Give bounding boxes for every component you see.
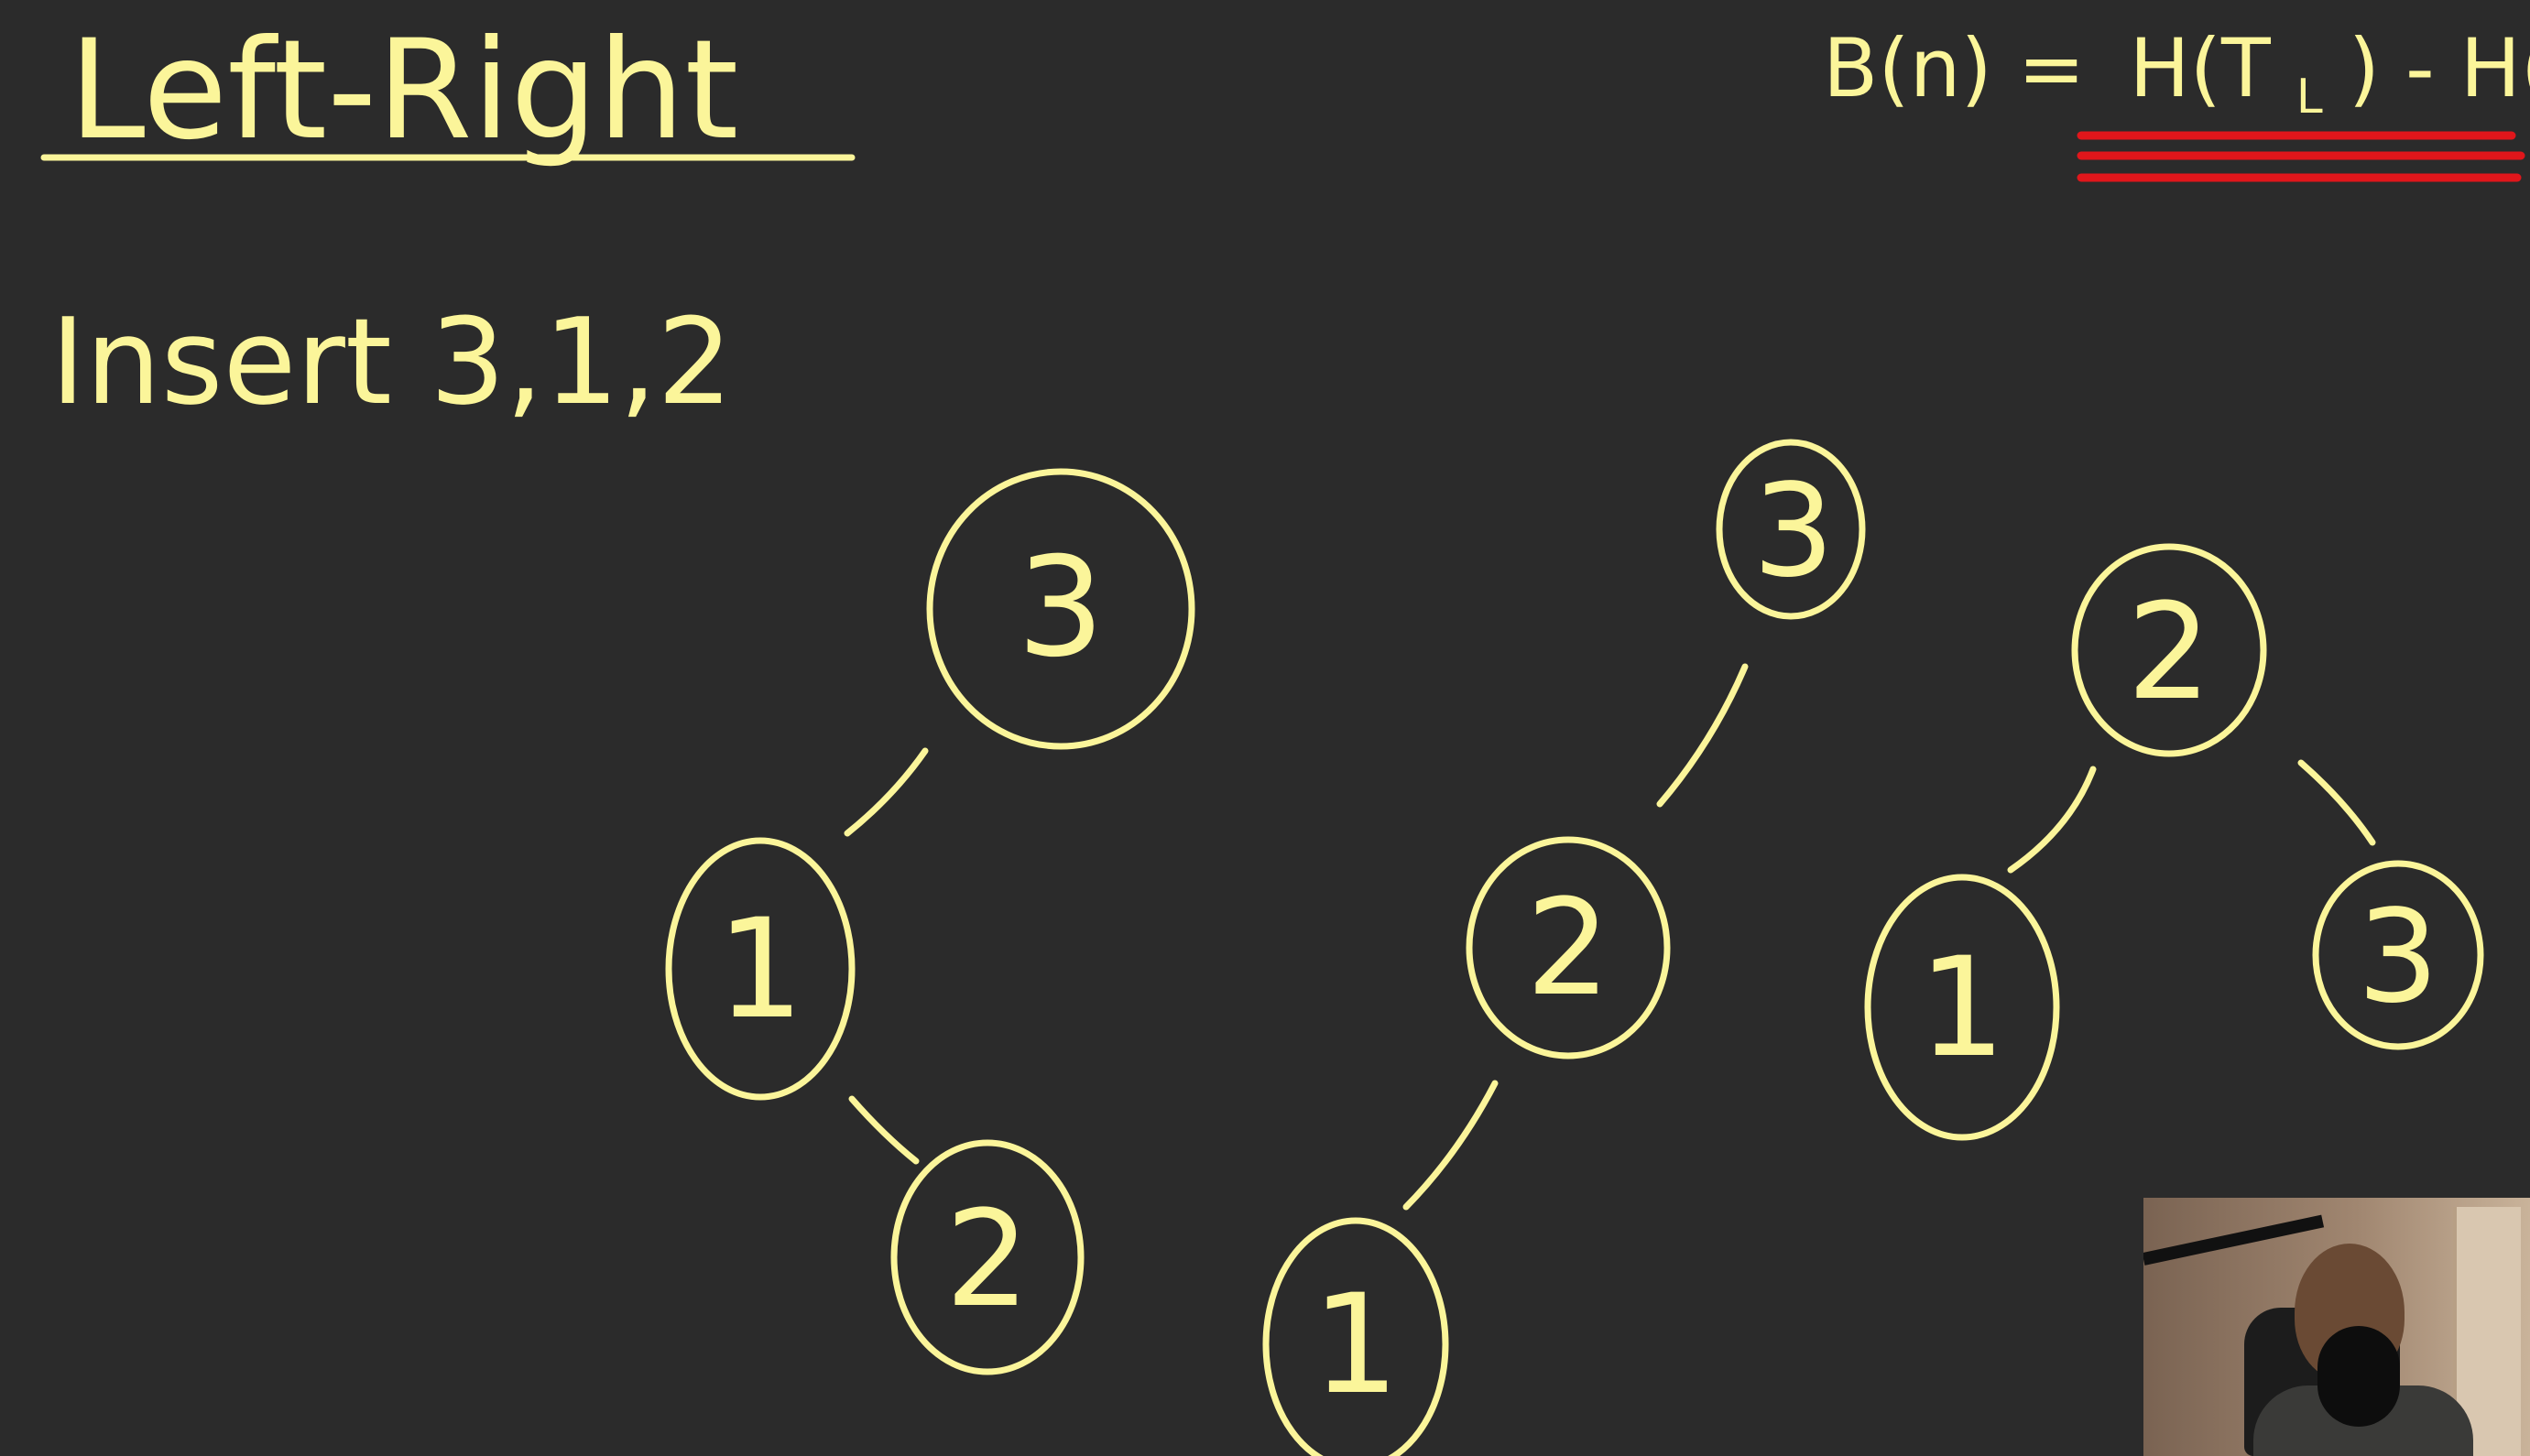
edge-2-to-1 <box>2007 766 2097 874</box>
node-label: 2 <box>2127 575 2211 730</box>
tree-node <box>665 837 856 1101</box>
formula-lhs: B(n) = <box>1823 21 2086 115</box>
tree-after-rotation: 3 2 1 <box>1262 439 1866 1456</box>
formula-h1: H(T <box>2130 21 2273 115</box>
edge-3-to-1 <box>844 747 929 837</box>
tree-node <box>890 1139 1085 1375</box>
tree-node <box>926 468 1195 750</box>
title-text: Left-Right <box>69 11 738 170</box>
edge-2-to-1 <box>1402 1080 1499 1211</box>
formula-sub-l: L <box>2296 70 2323 125</box>
tree-node <box>2071 543 2267 757</box>
tree-balanced: 2 1 3 <box>1864 543 2484 1141</box>
webcam-door <box>2453 1207 2521 1456</box>
node-label: 1 <box>1918 929 2005 1088</box>
formula-mid: ) - H(T <box>2349 21 2530 115</box>
tree-node <box>1466 836 1671 1059</box>
edge-1-to-2 <box>848 1095 920 1165</box>
node-label: 3 <box>2357 883 2438 1032</box>
balance-formula: B(n) = H(T L ) - H(T R ) <box>1823 21 2530 132</box>
webcam-overlay <box>2143 1198 2530 1456</box>
node-label: 2 <box>945 1182 1030 1337</box>
tree-node <box>1716 439 1866 620</box>
edge-3-to-2 <box>1656 663 1749 808</box>
tree-initial: 3 1 2 <box>665 468 1195 1375</box>
subtitle-text: Insert 3,1,2 <box>50 292 733 431</box>
node-label: 3 <box>1017 528 1104 688</box>
node-label: 2 <box>1526 871 1610 1026</box>
node-label: 1 <box>716 890 803 1049</box>
tree-node <box>2312 860 2484 1050</box>
node-label: 3 <box>1752 457 1834 606</box>
tree-node <box>1262 1217 1449 1456</box>
tree-node <box>1864 874 2060 1141</box>
edge-2-to-3 <box>2297 759 2376 846</box>
microphone-icon <box>2317 1326 2400 1427</box>
node-label: 1 <box>1312 1266 1399 1425</box>
